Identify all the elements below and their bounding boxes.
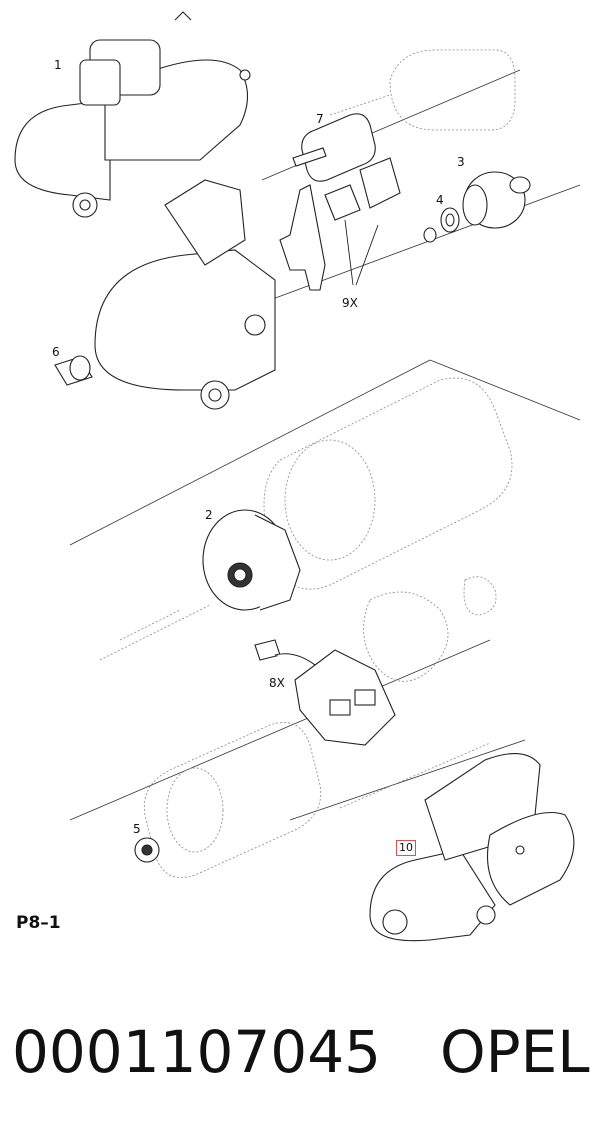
thrust-washer xyxy=(423,207,460,243)
callout-7: 7 xyxy=(316,112,324,126)
starter-motor-assembled xyxy=(369,753,575,942)
brush-holder xyxy=(254,639,396,746)
callout-8x: 8X xyxy=(269,676,285,690)
solenoid-plunger xyxy=(292,113,376,182)
callout-10: 10 xyxy=(396,840,416,856)
callout-1: 1 xyxy=(54,58,62,72)
drive-end-housing xyxy=(94,179,276,410)
exploded-starter-diagram xyxy=(14,11,581,942)
ghost-components xyxy=(99,49,516,878)
starter-motor-complete xyxy=(14,11,251,218)
vehicle-make: OPEL xyxy=(440,1018,590,1086)
callout-5: 5 xyxy=(133,822,141,836)
footer: 0001107045 OPEL xyxy=(12,1018,597,1108)
page-code: P8–1 xyxy=(16,913,61,933)
callout-9x: 9X xyxy=(342,296,358,310)
part-number: 0001107045 xyxy=(12,1018,382,1086)
callout-3: 3 xyxy=(457,155,465,169)
callout-6: 6 xyxy=(52,345,60,359)
bushing-5 xyxy=(134,837,160,863)
commutator-end-cap xyxy=(202,509,301,611)
shift-lever xyxy=(279,184,326,291)
callout-2: 2 xyxy=(205,508,213,522)
bushing-6 xyxy=(54,355,93,386)
lever-pivot-parts xyxy=(324,157,401,286)
callout-4: 4 xyxy=(436,193,444,207)
pinion-drive xyxy=(462,171,531,229)
